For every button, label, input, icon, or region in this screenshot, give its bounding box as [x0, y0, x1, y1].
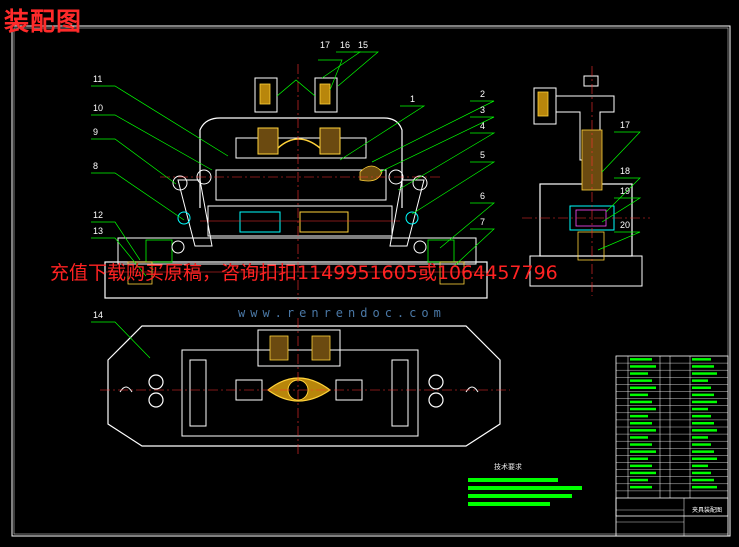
part-label: 17 [620, 120, 630, 130]
part-label: 9 [93, 127, 98, 137]
part-label: 10 [93, 103, 103, 113]
part-label: 6 [480, 191, 485, 201]
parts-list-cell-mark [630, 443, 652, 446]
parts-list-cell-mark [692, 478, 714, 482]
parts-list-cell-mark [692, 436, 708, 439]
parts-list-cell-mark [630, 358, 652, 361]
parts-list-cell-mark [692, 464, 708, 468]
parts-list-cell-mark [692, 358, 711, 361]
parts-list-cell-mark [630, 372, 648, 375]
parts-list-cell-mark [630, 429, 656, 432]
parts-list-cell-mark [630, 485, 652, 489]
part-label: 20 [620, 220, 630, 230]
parts-list-cell-mark [630, 464, 652, 468]
part-label: 17 [320, 40, 330, 50]
balloon-labels: 1 2 3 4 5 6 7 8 9 10 11 12 13 14 15 16 1… [93, 40, 630, 320]
part-label: 4 [480, 121, 485, 131]
parts-list-cell-mark [630, 365, 656, 368]
tech-requirements-lines [468, 478, 582, 506]
parts-list-cell-mark [630, 407, 656, 411]
parts-list-cell-mark [630, 436, 648, 439]
parts-list-cell-mark [692, 365, 714, 368]
top-view [100, 318, 510, 454]
part-label: 12 [93, 210, 103, 220]
part-label: 1 [410, 94, 415, 104]
part-label: 5 [480, 150, 485, 160]
parts-list-cell-mark [692, 386, 711, 389]
part-label: 15 [358, 40, 368, 50]
parts-list-cell-mark [692, 379, 708, 382]
parts-list-cell-mark [692, 414, 711, 418]
parts-list-cell-mark [630, 422, 652, 425]
title-block-name: 夹具装配图 [692, 507, 723, 514]
part-label: 7 [480, 217, 485, 227]
leaders [91, 51, 642, 359]
part-label: 18 [620, 166, 630, 176]
parts-list-cell-mark [692, 457, 717, 460]
parts-list-cell-mark [692, 450, 714, 453]
front-view [104, 64, 488, 300]
parts-list-cell-mark [630, 379, 652, 382]
parts-list-cell-mark [692, 422, 714, 425]
tech-requirements-heading: 技术要求 [494, 463, 522, 471]
parts-list-cell-mark [692, 372, 717, 375]
parts-list-cell-mark [692, 393, 714, 397]
parts-list-cell-mark [692, 443, 711, 446]
parts-list-cell-mark [630, 450, 656, 453]
parts-list-cell-mark [692, 471, 711, 475]
parts-list-cell-mark [630, 414, 648, 418]
parts-list-cell-mark [630, 386, 656, 389]
inner-frame [13, 27, 729, 535]
side-view [522, 66, 650, 296]
part-label: 3 [480, 105, 485, 115]
parts-list-cell-mark [692, 485, 717, 489]
part-label: 8 [93, 161, 98, 171]
parts-list-cell-mark [692, 400, 717, 404]
parts-list [615, 355, 729, 537]
part-label: 19 [620, 186, 630, 196]
website-watermark: www.renrendoc.com [238, 306, 446, 320]
page-title: 装配图 [4, 7, 83, 36]
parts-list-cell-mark [630, 478, 648, 482]
part-label: 11 [93, 74, 102, 84]
part-label: 2 [480, 89, 485, 99]
parts-list-cell-mark [630, 400, 652, 404]
watermark-text: 充值下载购买原稿，咨询扣扣1149951605或1064457796 [50, 262, 558, 284]
part-label: 13 [93, 226, 103, 236]
part-label: 16 [340, 40, 350, 50]
parts-list-cell-mark [630, 393, 648, 397]
part-label: 14 [93, 310, 103, 320]
parts-list-cell-mark [692, 407, 708, 411]
parts-list-cell-mark [630, 457, 648, 460]
parts-list-cell-mark [692, 429, 717, 432]
parts-list-cell-mark [630, 471, 656, 475]
outer-frame [11, 25, 731, 537]
